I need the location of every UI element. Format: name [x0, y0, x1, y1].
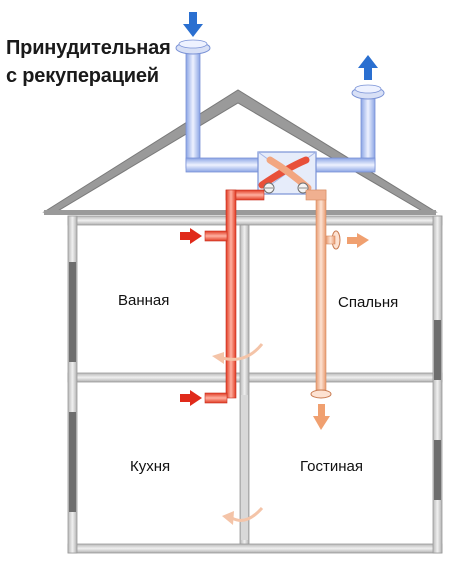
supply-duct — [204, 189, 265, 404]
exhaust-outlet-duct — [311, 84, 385, 173]
room-label-kitchen: Кухня — [130, 458, 171, 475]
room-label-bathroom: Ванная — [118, 292, 170, 309]
arrow-right-icon — [180, 228, 202, 244]
arrow-right-icon — [347, 233, 369, 248]
title-line-2: с рекуперацией — [6, 65, 159, 87]
left-window-upper — [69, 262, 76, 362]
left-window-lower — [69, 412, 76, 512]
middle-floor — [67, 372, 443, 383]
eave-line — [44, 210, 436, 215]
right-wall — [432, 215, 443, 554]
title-line-1: Принудительная — [6, 37, 171, 59]
arrow-up-icon — [358, 55, 378, 80]
curved-arrow-icon — [212, 343, 264, 364]
curved-arrow-icon — [222, 506, 264, 525]
roof — [42, 89, 438, 215]
arrow-down-icon — [183, 12, 203, 37]
house-walls — [67, 215, 443, 554]
outflow-duct — [305, 189, 341, 399]
diagram-title: Принудительная с рекуперацией — [6, 34, 171, 90]
inner-door — [241, 395, 248, 540]
room-label-bedroom: Спальня — [338, 294, 399, 311]
ground-floor — [67, 543, 443, 554]
arrow-right-icon — [180, 390, 202, 406]
left-wall — [67, 215, 78, 554]
arrow-down-icon — [313, 404, 330, 430]
attic-floor — [67, 215, 443, 226]
room-label-living-room: Гостиная — [300, 458, 363, 475]
center-partition — [239, 224, 250, 545]
right-window-lower — [434, 440, 441, 500]
right-window-upper — [434, 320, 441, 380]
heat-exchanger-icon — [257, 151, 317, 195]
